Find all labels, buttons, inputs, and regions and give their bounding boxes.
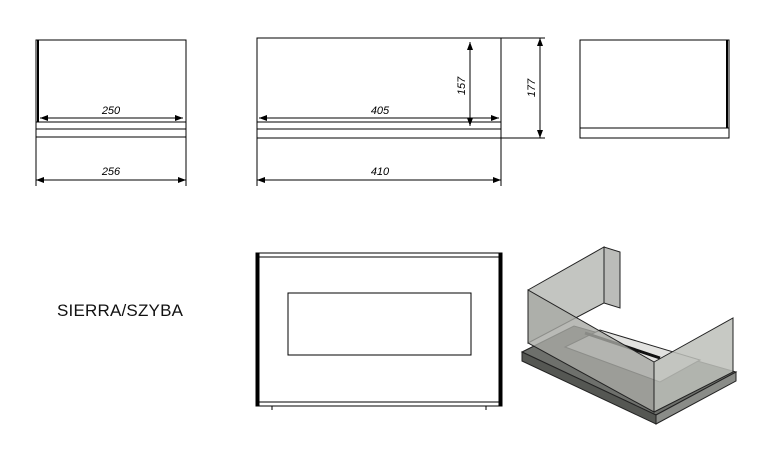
top-view-outline <box>255 252 503 407</box>
dim-front-outer-height: 177 <box>526 78 538 97</box>
top-view <box>255 252 503 410</box>
side-view-right-panel <box>579 39 730 129</box>
side-view-right-base <box>579 127 730 139</box>
iso-base-side <box>655 371 737 425</box>
side-view-right <box>579 39 730 139</box>
side-view-left-base <box>35 128 187 138</box>
iso-glass-right <box>653 317 734 413</box>
side-view-left-base-top <box>35 121 187 130</box>
isometric-view <box>520 246 738 425</box>
product-name: SIERRA/SZYBA <box>57 301 184 320</box>
front-view <box>256 37 545 186</box>
dim-front-inner-width: 405 <box>371 105 390 117</box>
iso-glass-edge <box>603 246 621 309</box>
dim-front-inner-height: 157 <box>456 76 468 95</box>
side-view-left <box>35 39 187 186</box>
front-view-base-top <box>256 121 502 130</box>
dim-left-inner-width: 250 <box>101 105 121 117</box>
top-view-burner-opening <box>287 292 472 356</box>
front-view-base <box>256 128 502 139</box>
dim-front-outer-width: 410 <box>371 166 390 178</box>
dim-left-outer-width: 256 <box>101 166 121 178</box>
